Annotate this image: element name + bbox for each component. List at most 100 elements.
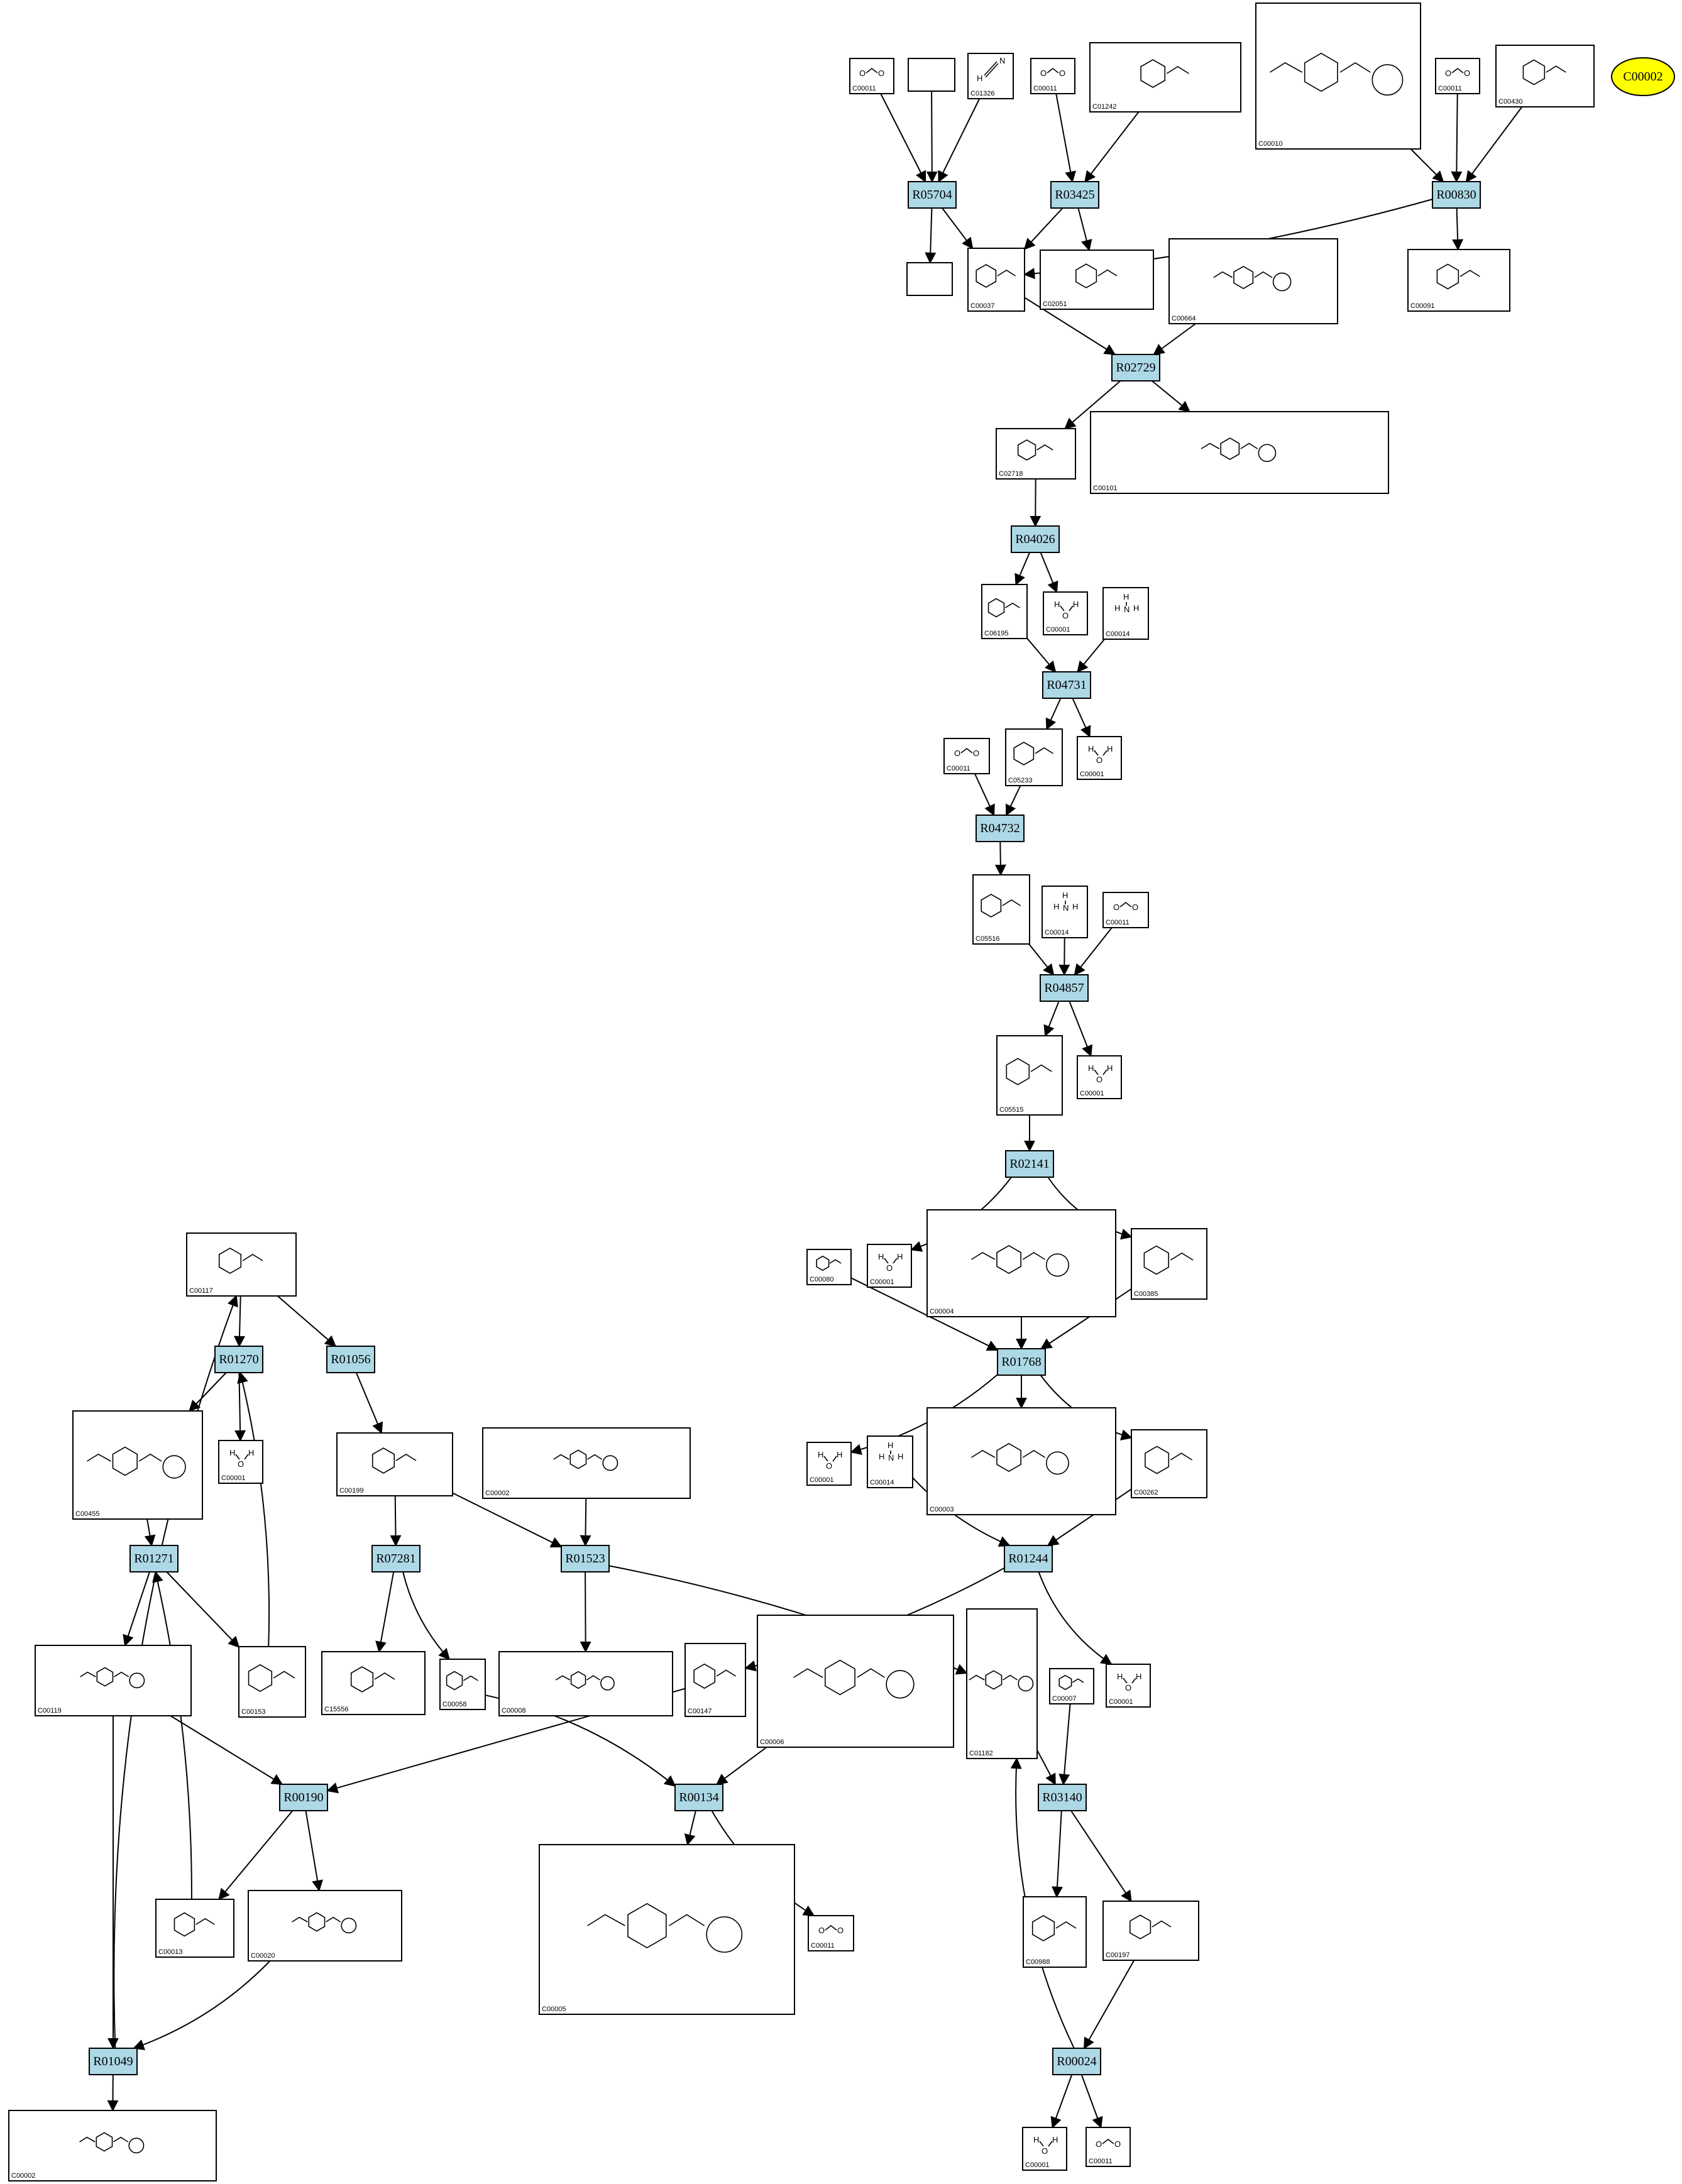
highlight-node[interactable]: C00002: [1611, 57, 1675, 96]
reaction-R04026[interactable]: R04026: [1011, 525, 1060, 553]
compound-c00091[interactable]: C00091: [1407, 249, 1510, 312]
reaction-R04857[interactable]: R04857: [1040, 974, 1089, 1002]
reaction-R02729[interactable]: R02729: [1111, 354, 1160, 381]
compound-c00008[interactable]: C00008: [498, 1651, 673, 1716]
compound-c00058[interactable]: C00058: [439, 1659, 486, 1710]
reaction-R04731[interactable]: R04731: [1042, 671, 1091, 699]
compound-c00664[interactable]: C00664: [1168, 238, 1338, 324]
reaction-R07281[interactable]: R07281: [371, 1545, 420, 1572]
edge-c00010-R00830: [1410, 148, 1444, 183]
compound-c00002_a[interactable]: C00002: [482, 1427, 691, 1499]
compound-c00197[interactable]: C00197: [1102, 1901, 1199, 1961]
reaction-R01270[interactable]: R01270: [214, 1346, 263, 1373]
edge-c00199-R01523: [452, 1492, 563, 1548]
compound-c00006[interactable]: C00006: [757, 1615, 954, 1748]
reaction-R04732[interactable]: R04732: [976, 815, 1025, 842]
compound-c00199[interactable]: C00199: [336, 1432, 453, 1496]
compound-c02051[interactable]: C02051: [1040, 250, 1154, 310]
compound-c00117[interactable]: C00117: [186, 1232, 297, 1297]
compound-c05233[interactable]: C05233: [1005, 728, 1063, 786]
reaction-R00024[interactable]: R00024: [1052, 2048, 1101, 2075]
compound-label: C15556: [324, 1706, 349, 1713]
reaction-R03425[interactable]: R03425: [1050, 181, 1099, 209]
compound-c00037[interactable]: C00037: [967, 248, 1025, 312]
compound-c00003[interactable]: C00003: [926, 1407, 1116, 1515]
compound-c00385[interactable]: C00385: [1131, 1228, 1207, 1300]
compound-label: C00037: [970, 302, 995, 310]
compound-c00147[interactable]: C00147: [684, 1643, 746, 1717]
compound-c06195[interactable]: C06195: [981, 584, 1028, 639]
compound-c00010[interactable]: C00010: [1255, 3, 1421, 150]
compound-label: C00004: [930, 1308, 954, 1315]
compound-blank_b[interactable]: [906, 262, 953, 296]
reaction-R01049[interactable]: R01049: [89, 2048, 138, 2075]
compound-c00988[interactable]: C00988: [1023, 1896, 1087, 1968]
compound-c02718[interactable]: C02718: [996, 428, 1076, 480]
compound-c00002_b[interactable]: C00002: [8, 2110, 217, 2181]
compound-c00101[interactable]: C00101: [1090, 411, 1389, 494]
compound-c00119[interactable]: C00119: [35, 1645, 192, 1716]
compound-c05516[interactable]: C05516: [972, 874, 1030, 945]
compound-c00013[interactable]: C00013: [155, 1899, 234, 1958]
edge-c00014_a-R04731: [1077, 639, 1105, 673]
reaction-R02141[interactable]: R02141: [1005, 1150, 1054, 1178]
compound-c00080[interactable]: C00080: [806, 1249, 852, 1285]
reaction-R01523[interactable]: R01523: [561, 1545, 610, 1572]
compound-c00020[interactable]: C00020: [248, 1890, 402, 1962]
edge-c00020-R01049: [133, 1960, 271, 2051]
compound-c00430[interactable]: C00430: [1495, 45, 1595, 107]
svg-text:H: H: [1088, 744, 1094, 754]
compound-c00007[interactable]: C00007: [1049, 1668, 1094, 1704]
reaction-R01768[interactable]: R01768: [997, 1348, 1046, 1376]
compound-label: C00664: [1172, 315, 1196, 322]
reaction-label: R04731: [1047, 678, 1086, 692]
svg-text:H: H: [1054, 600, 1060, 609]
reaction-R05704[interactable]: R05704: [908, 181, 957, 209]
compound-blank_a[interactable]: [908, 58, 955, 92]
svg-text:H: H: [1073, 600, 1079, 609]
svg-text:H: H: [1123, 592, 1129, 601]
reaction-R00830[interactable]: R00830: [1432, 181, 1481, 209]
compound-c01242[interactable]: C01242: [1089, 42, 1241, 112]
reaction-R00190[interactable]: R00190: [279, 1784, 328, 1811]
compound-c01182[interactable]: C01182: [966, 1608, 1038, 1759]
reaction-R03140[interactable]: R03140: [1038, 1784, 1087, 1811]
compound-label: C00011: [1089, 2158, 1113, 2165]
compound-c00004[interactable]: C00004: [926, 1209, 1116, 1317]
edge-c00197-R00024: [1084, 1960, 1135, 2050]
compound-c00455[interactable]: C00455: [72, 1410, 203, 1520]
compound-label: C01242: [1092, 103, 1117, 111]
reaction-R01056[interactable]: R01056: [326, 1346, 375, 1373]
compound-c00262[interactable]: C00262: [1131, 1429, 1207, 1498]
reaction-label: R04026: [1015, 532, 1055, 546]
compound-c00005[interactable]: C00005: [539, 1844, 795, 2015]
compound-label: C00008: [502, 1707, 526, 1715]
reaction-R01271[interactable]: R01271: [129, 1545, 179, 1572]
compound-c00153[interactable]: C00153: [238, 1646, 306, 1718]
reaction-R00134[interactable]: R00134: [674, 1784, 723, 1811]
reaction-R01244[interactable]: R01244: [1004, 1545, 1053, 1572]
reaction-label: R01271: [134, 1552, 173, 1566]
compound-c15556[interactable]: C15556: [321, 1651, 426, 1715]
compound-c05515[interactable]: C05515: [996, 1035, 1063, 1116]
edge-R01056-c00199: [355, 1372, 383, 1434]
